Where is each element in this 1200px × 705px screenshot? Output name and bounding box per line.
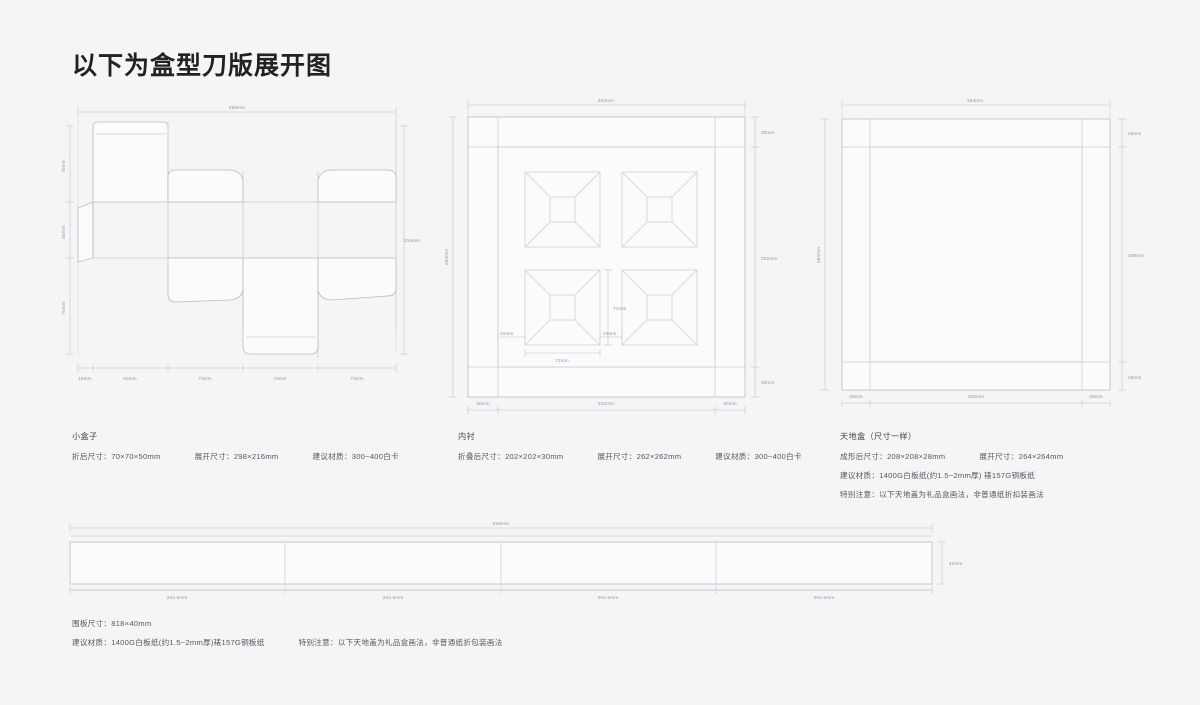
dim-insert-bottom-2: 202mm [598, 401, 614, 406]
spec-small-box: 小盒子 折后尺寸：70×70×50mm 展开尺寸：298×216mm 建议材质：… [72, 430, 399, 462]
dim-insert-right-2: 202mm [761, 256, 777, 261]
dim-insert-top: 262mm [598, 98, 614, 103]
diagram-small-box: 298mm 216mm 70mm 50mm 70mm [60, 96, 440, 386]
diagram-wrap-strip: 818mm 40mm 204.5mm 204.5mm 204.5mm 204.5… [60, 514, 1150, 600]
dim-small-top: 298mm [229, 105, 245, 110]
spec-small-box-caption: 小盒子 [72, 432, 98, 441]
dim-lid-bottom-3: 28mm [1089, 394, 1103, 399]
spec-insert-material-value: 300~400白卡 [754, 452, 802, 461]
dim-lid-bottom-2: 208mm [968, 394, 984, 399]
dim-small-bottom-5: 70mm [350, 376, 364, 381]
spec-insert-material-label: 建议材质： [715, 452, 755, 461]
spec-strip-size-label: 围板尺寸： [72, 619, 112, 628]
dim-strip-right: 40mm [949, 561, 963, 566]
spec-lid-material-value: 1400G白板纸(约1.5~2mm厚) 裱157G铜板纸 [879, 471, 1035, 480]
dim-small-left-2: 50mm [61, 225, 66, 239]
dim-insert-bottom-3: 30mm [723, 401, 737, 406]
dim-small-left-3: 70mm [61, 301, 66, 315]
dim-small-bottom-2: 50mm [123, 376, 137, 381]
dim-lid-right-2: 208mm [1128, 253, 1144, 258]
spec-lid: 天地盒（尺寸一样） 成形后尺寸：208×208×28mm 展开尺寸：264×26… [840, 430, 1063, 500]
spec-lid-note-value: 以下天地盖为礼品盒画法，非普通纸折扣装画法 [879, 490, 1044, 499]
spec-strip-note-value: 以下天地盖为礼品盒画法，非普通纸折包装画法 [337, 638, 503, 647]
dim-small-bottom-3: 70mm [198, 376, 212, 381]
diagram-insert: 262mm 262mm [440, 92, 777, 417]
dim-strip-seg-2: 204.5mm [383, 595, 404, 600]
dim-lid-right-1: 28mm [1128, 131, 1142, 136]
dim-insert-gap-right: 20mm [603, 331, 617, 336]
spec-small-folded-value: 70×70×50mm [111, 452, 161, 461]
dim-strip-top: 818mm [493, 521, 509, 526]
dim-strip-seg-3: 204.5mm [598, 595, 619, 600]
spec-insert-folded-value: 202×202×30mm [505, 452, 564, 461]
spec-small-material-value: 300~400白卡 [351, 452, 399, 461]
dim-strip-seg-4: 204.5mm [814, 595, 835, 600]
spec-insert-flat-label: 展开尺寸： [597, 452, 637, 461]
dim-small-right: 216mm [404, 238, 420, 243]
spec-small-flat-value: 298×216mm [233, 452, 279, 461]
dim-insert-left: 262mm [444, 249, 449, 265]
diagram-lid: 264mm 264mm 28mm 208mm 28mm [812, 92, 1152, 417]
spec-small-folded-label: 折后尺寸： [72, 452, 112, 461]
dim-insert-right-1: 30mm [761, 130, 775, 135]
spec-wrap-strip: 围板尺寸：818×40mm 建议材质：1400G白板纸(约1.5~2mm厚)裱1… [72, 618, 503, 648]
dim-lid-right-3: 28mm [1128, 375, 1142, 380]
dim-lid-bottom-1: 28mm [849, 394, 863, 399]
dim-small-bottom-4: 70mm [273, 376, 287, 381]
dim-small-bottom-1: 18mm [78, 376, 92, 381]
dim-small-left-1: 70mm [61, 159, 66, 173]
dim-strip-seg-1: 204.5mm [167, 595, 188, 600]
spec-lid-material-label: 建议材质： [840, 471, 880, 480]
dim-insert-gap-left: 20mm [500, 331, 514, 336]
page-title: 以下为盒型刀版展开图 [72, 52, 333, 80]
spec-lid-note-label: 特别注意： [840, 490, 880, 499]
dim-lid-top: 264mm [967, 98, 983, 103]
spec-insert-flat-value: 262×262mm [636, 452, 682, 461]
spec-lid-caption: 天地盒（尺寸一样） [840, 432, 917, 441]
dim-insert-cavity-height: 71mm [613, 306, 627, 311]
dim-lid-left: 264mm [816, 247, 821, 263]
spec-insert: 内衬 折叠后尺寸：202×202×30mm 展开尺寸：262×262mm 建议材… [458, 430, 802, 462]
dim-insert-cavity-width: 71mm [555, 358, 569, 363]
dim-insert-right-3: 30mm [761, 380, 775, 385]
spec-insert-folded-label: 折叠后尺寸： [458, 452, 506, 461]
spec-small-material-label: 建议材质： [312, 452, 352, 461]
spec-lid-flat-value: 264×264mm [1018, 452, 1064, 461]
spec-strip-material-label: 建议材质： [72, 638, 112, 647]
spec-insert-caption: 内衬 [458, 432, 475, 441]
spec-lid-formed-label: 成形后尺寸： [840, 452, 888, 461]
spec-strip-size-value: 818×40mm [111, 619, 152, 628]
spec-strip-material-value: 1400G白板纸(约1.5~2mm厚)裱157G铜板纸 [111, 638, 265, 647]
spec-small-flat-label: 展开尺寸： [194, 452, 234, 461]
spec-lid-flat-label: 展开尺寸： [979, 452, 1019, 461]
spec-lid-formed-value: 208×208×28mm [887, 452, 946, 461]
spec-strip-note-label: 特别注意： [298, 638, 338, 647]
dim-insert-bottom-1: 30mm [476, 401, 490, 406]
